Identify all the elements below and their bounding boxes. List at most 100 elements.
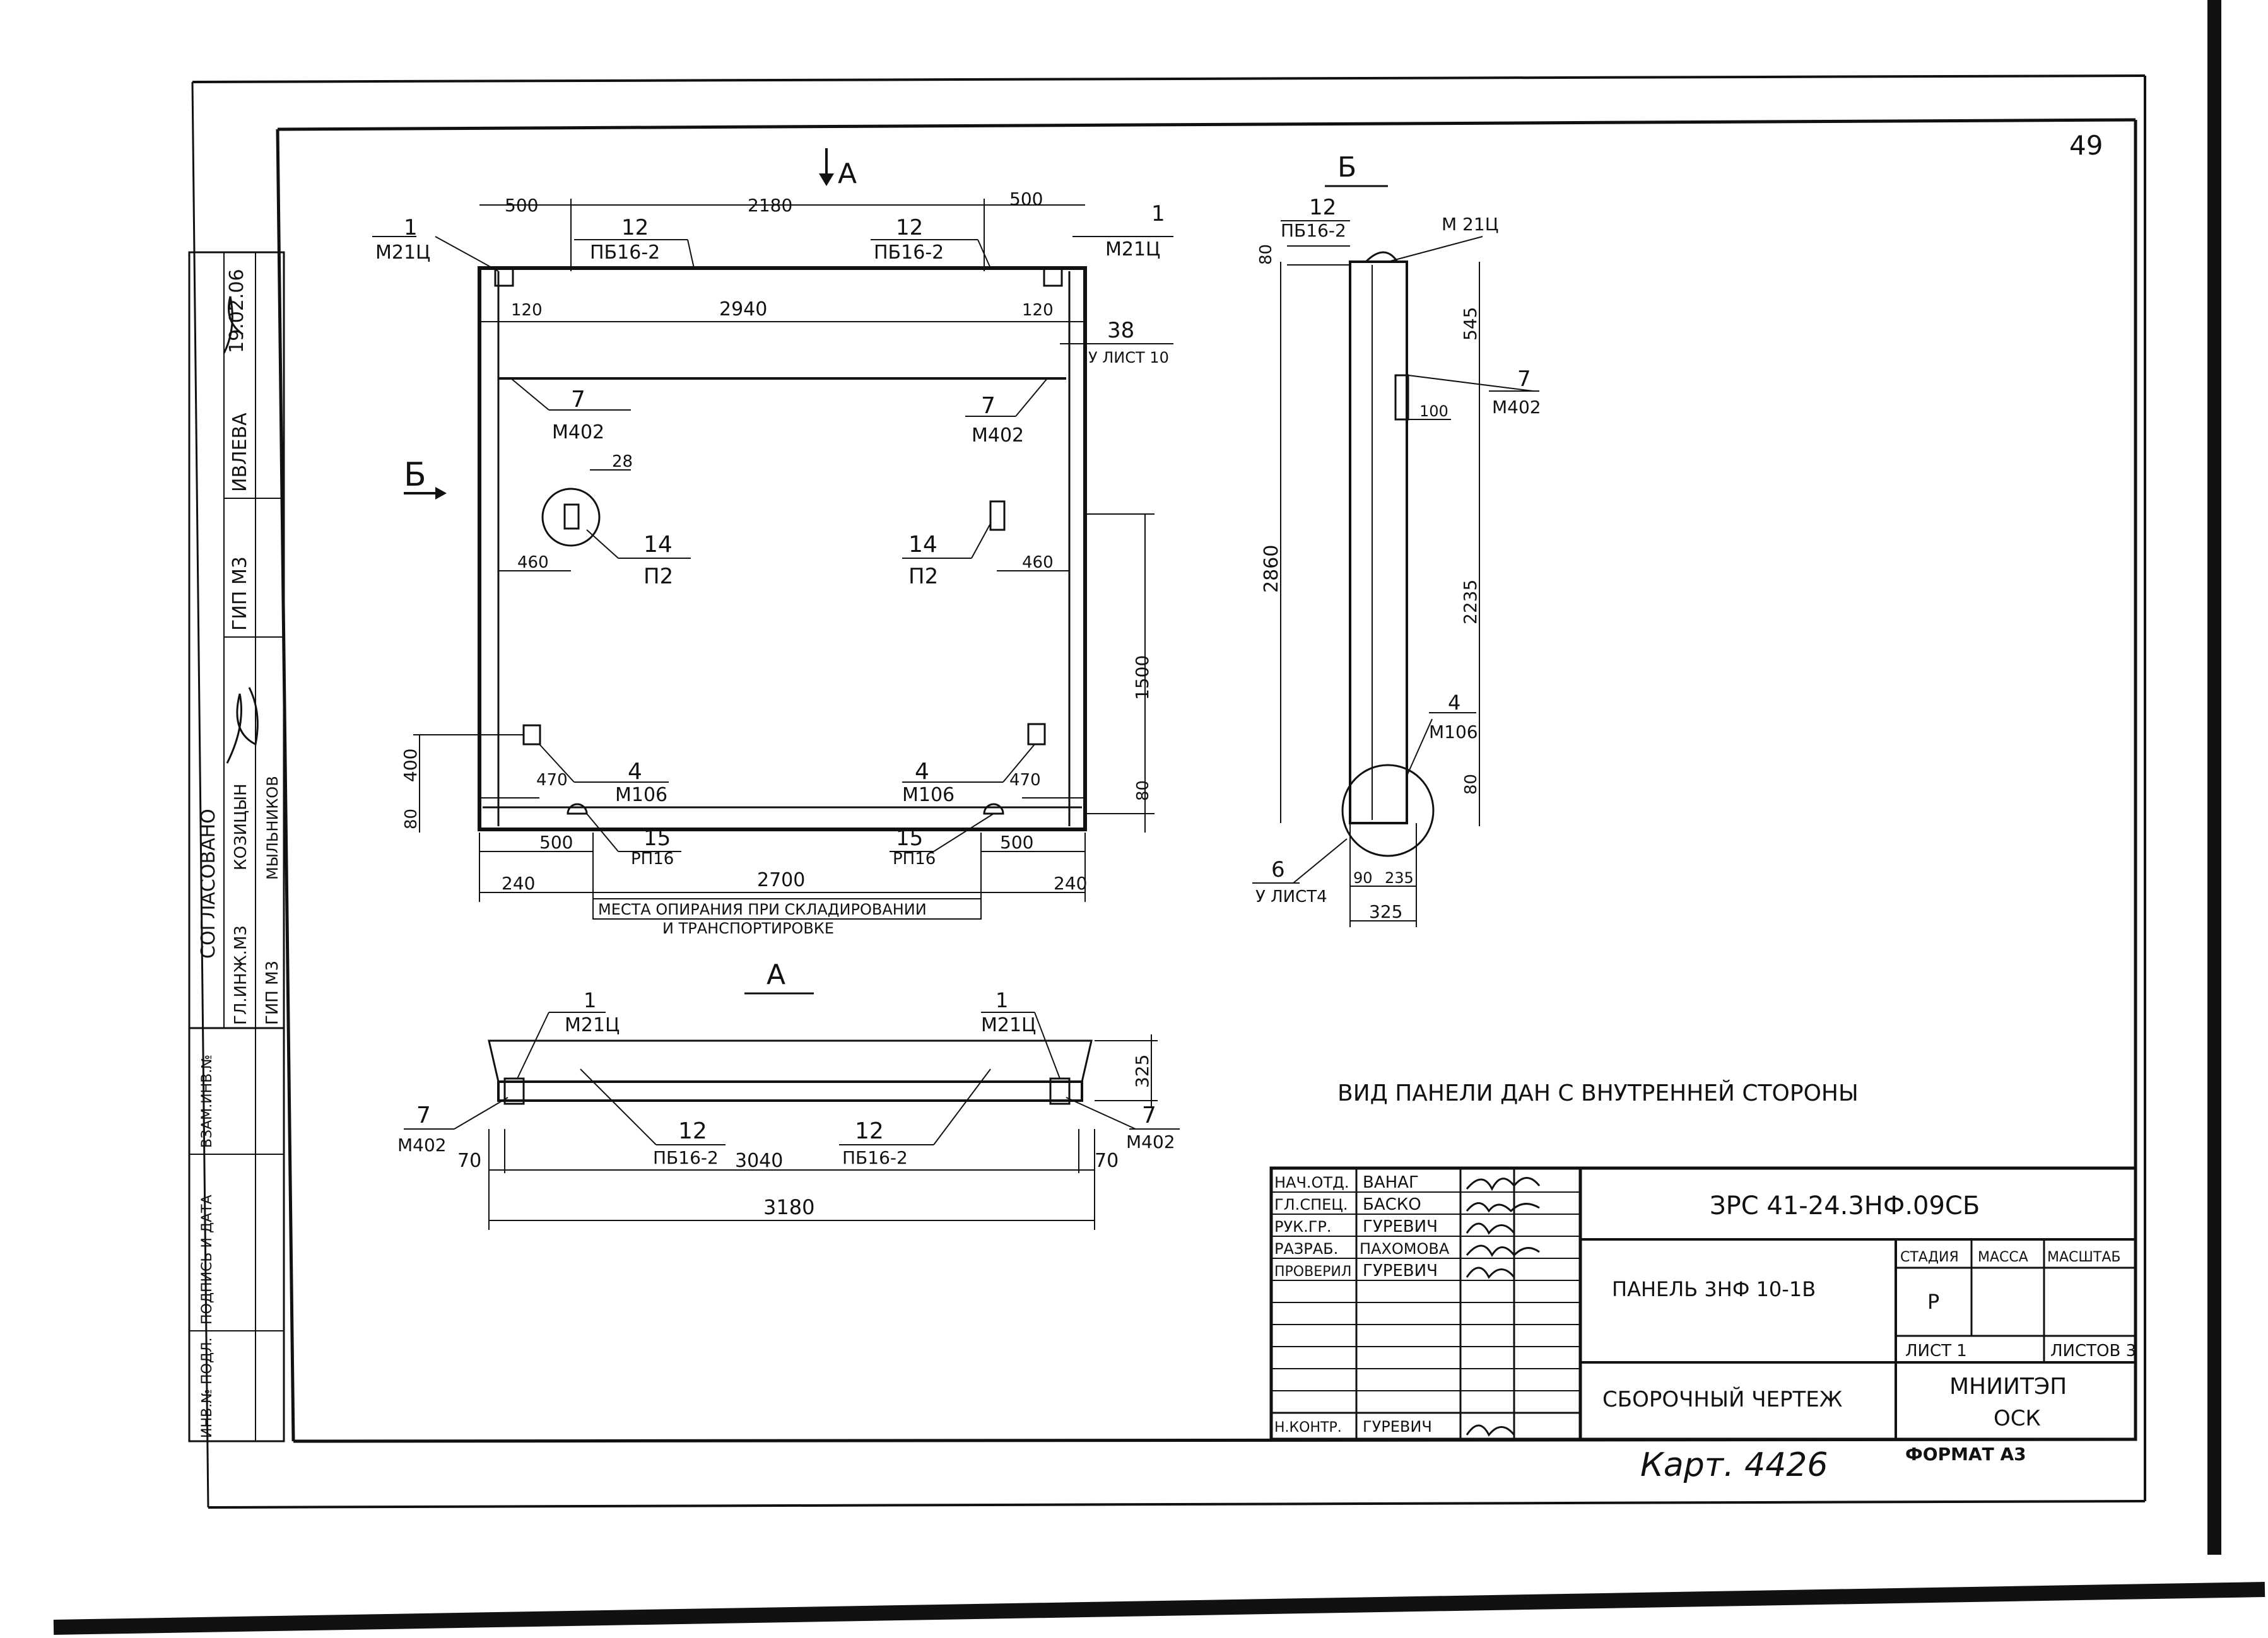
plan-callout-1a-code: М21Ц [565,1014,620,1036]
callout-28: 28 [612,452,633,471]
side-dim-100: 100 [1419,402,1448,420]
dim-500-left: 500 [505,195,538,216]
callout-4b-code: М106 [902,784,955,806]
dim-2940: 2940 [719,298,767,320]
dim-240-right: 240 [1054,873,1087,894]
section-a-marker: А [838,158,857,190]
leader-line [435,236,499,272]
dim-2180: 2180 [748,195,792,216]
inv-cell-2: ПОДПИСЬ И ДАТА [199,1195,215,1325]
side-dim-2860: 2860 [1260,545,1283,593]
tb-org-line2: ОСК [1994,1406,2041,1431]
tb-name-2: ГУРЕВИЧ [1363,1217,1438,1236]
dim-2700: 2700 [757,869,805,891]
tb-stage-value: Р [1927,1290,1939,1314]
insert-right [989,500,1006,531]
signature-mark [1466,1222,1515,1235]
tb-sheet: ЛИСТ 1 [1905,1342,1967,1360]
dim-support-500-left: 500 [539,832,573,853]
plan-callout-7a-code: М402 [397,1135,447,1155]
panel-outline [478,266,1087,831]
sheet-frame [53,0,2265,1635]
leader-line [1293,838,1348,884]
plan-panel-body [497,1080,1083,1102]
dim-support-500-right: 500 [1000,832,1033,853]
side-approval-stamp: СОГЛАСОВАНО ГЛ.ИНЖ.М3 КОЗИЦЫН ГИП М3 МЫЛ… [188,251,285,1442]
plan-dim-3180: 3180 [763,1195,814,1219]
support-note-line1: МЕСТА ОПИРАНИЯ ПРИ СКЛАДИРОВАНИИ [598,901,927,918]
plan-view-title: А [767,959,785,991]
plan-callout-7b-code: М402 [1126,1132,1175,1152]
plan-callout-12b-num: 12 [855,1118,884,1144]
callout-14b-code: П2 [908,564,938,589]
leader-line [1002,744,1035,783]
plan-callout-1a-num: 1 [584,988,596,1012]
side-panel-body [1349,260,1408,824]
tb-name-3: ПАХОМОВА [1360,1240,1450,1258]
signature-mark [1466,1202,1540,1213]
plan-dim-70b: 70 [1095,1150,1119,1172]
callout-14a-num: 14 [643,532,673,558]
signature-mark [1466,1244,1540,1258]
stamp-name-3: ИВЛЕВА [229,412,251,492]
signature-mark [1466,1267,1515,1279]
dim-1500: 1500 [1132,655,1153,700]
sheet-number: 49 [2069,130,2103,161]
stamp-name-2: МЫЛЬНИКОВ [264,776,281,880]
format-label: ФОРМАТ А3 [1905,1444,2026,1465]
plan-dim-70a: 70 [457,1150,481,1172]
support-point-left [567,803,588,815]
detail-circle-6 [1341,764,1435,857]
detail-circle-28 [541,488,601,547]
tb-org-line1: МНИИТЭП [1949,1374,2067,1400]
callout-15a-num: 15 [643,826,671,851]
callout-7a-code: М402 [552,421,604,443]
side-callout-12-code: ПБ16-2 [1281,220,1346,241]
callout-15a-code: РП16 [631,850,674,869]
side-callout-6-num: 6 [1271,857,1285,882]
plan-callout-12a-code: ПБ16-2 [653,1147,719,1168]
callout-38-num: 38 [1107,318,1134,343]
plan-dim-3040: 3040 [735,1150,783,1172]
callout-14a-code: П2 [643,564,673,589]
inv-cell-3: ВЗАМ.ИНВ.№ [199,1055,215,1148]
leader-line [1406,718,1433,776]
side-view-title: Б [1337,151,1356,184]
tb-role-4: ПРОВЕРИЛ [1274,1264,1351,1280]
plan-plate-left [503,1077,525,1105]
arrow-head [819,173,834,186]
dim-500-right: 500 [1009,189,1043,209]
anchor-left [522,724,541,746]
leader-line [580,1068,657,1145]
leader-line [1015,378,1048,417]
dim-80-right: 80 [1134,780,1153,801]
callout-15b-num: 15 [896,826,923,851]
side-callout-4-code: М106 [1429,722,1478,742]
plan-upper-face [488,1039,1093,1083]
callout-38-code: У ЛИСТ 10 [1088,349,1169,366]
side-dim-80-bottom: 80 [1462,774,1481,795]
stamp-role-3: ГИП М3 [229,556,251,631]
side-dim-2235: 2235 [1460,580,1481,624]
callout-12a-num: 12 [621,215,649,240]
callout-1-left-num: 1 [404,215,418,240]
dim-120-right: 120 [1022,301,1054,320]
callout-1-right-num: 1 [1151,201,1165,226]
plan-callout-1b-num: 1 [996,988,1008,1012]
dim-460-right: 460 [1022,553,1054,572]
leader-line [510,378,549,411]
side-view: Б 12 ПБ16-2 М 21Ц 80 545 7 М402 100 2860… [1252,151,1541,927]
side-callout-7-num: 7 [1517,366,1531,392]
signature-mark [1466,1424,1515,1437]
side-dim-90: 90 [1353,869,1373,887]
leader-line [539,744,575,783]
tb-role-3: РАЗРАБ. [1274,1240,1338,1258]
tb-document-code: ЗРС 41-24.3НФ.09СБ [1710,1191,1980,1220]
callout-7a-num: 7 [571,387,585,412]
lifting-loop-right [1043,267,1063,287]
leader-line [1034,1012,1061,1079]
side-callout-1-code: М 21Ц [1442,214,1498,235]
tb-name-5: ГУРЕВИЧ [1363,1418,1432,1436]
stamp-role-2: ГИП М3 [263,961,282,1025]
